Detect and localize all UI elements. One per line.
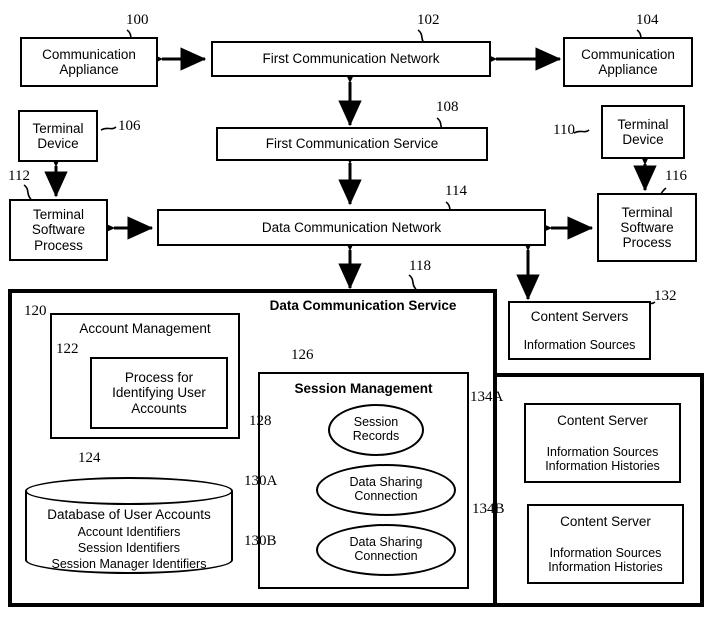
content-servers-sub: Information Sources — [523, 337, 636, 352]
label-line: Session — [353, 415, 399, 430]
node-data-sharing-connection-a[interactable]: Data Sharing Connection — [316, 464, 456, 516]
refnum-124: 124 — [78, 450, 101, 466]
label-line: Terminal — [617, 116, 669, 132]
refnum-130B: 130B — [244, 533, 277, 549]
data-communication-service-title: Data Communication Service — [258, 298, 468, 313]
label-line: Device — [37, 136, 79, 151]
label-line: Records — [352, 429, 400, 443]
session-management-title: Session Management — [294, 381, 433, 396]
account-management-title: Account Management — [79, 321, 211, 336]
node-content-server-a[interactable]: Content Server Information Sources Infor… — [524, 403, 681, 483]
database-item: Session Manager Identifiers — [51, 557, 207, 572]
content-server-sublist: Information Sources Information Historie… — [548, 546, 663, 574]
database-item: Account Identifiers — [77, 524, 181, 539]
node-communication-appliance-right[interactable]: Communication Appliance — [563, 37, 693, 87]
database-text: Database of User Accounts Account Identi… — [25, 507, 233, 573]
refnum-114: 114 — [445, 183, 467, 199]
node-communication-appliance-left[interactable]: Communication Appliance — [20, 37, 158, 87]
label-line: Terminal — [621, 204, 673, 220]
label-line: Appliance — [598, 62, 658, 77]
content-server-sub: Information Histories — [545, 458, 660, 473]
database-heading: Database of User Accounts — [47, 507, 211, 522]
content-server-sub: Information Sources — [546, 444, 659, 459]
node-data-sharing-connection-b[interactable]: Data Sharing Connection — [316, 524, 456, 576]
node-database-of-user-accounts[interactable]: Database of User Accounts Account Identi… — [25, 477, 233, 574]
refnum-116: 116 — [665, 168, 687, 184]
node-terminal-software-process-right[interactable]: Terminal Software Process — [597, 193, 697, 262]
label-line: Process — [34, 237, 83, 253]
content-server-heading: Content Server — [560, 514, 651, 530]
label-line: Device — [622, 132, 664, 147]
label-line: Appliance — [59, 62, 119, 77]
refnum-134B: 134B — [472, 501, 505, 517]
content-server-sub: Information Histories — [548, 559, 663, 574]
refnum-134A: 134A — [470, 389, 504, 405]
refnum-100: 100 — [126, 12, 149, 28]
refnum-102: 102 — [417, 12, 440, 28]
label-line: Communication — [42, 46, 136, 62]
refnum-112: 112 — [8, 168, 30, 184]
refnum-130A: 130A — [244, 473, 278, 489]
content-server-sublist: Information Sources Information Historie… — [545, 445, 660, 473]
refnum-128: 128 — [249, 413, 272, 429]
node-first-communication-network[interactable]: First Communication Network — [211, 41, 491, 77]
node-terminal-device-right[interactable]: Terminal Device — [601, 105, 685, 159]
label-line: Process for — [124, 370, 194, 386]
node-session-records[interactable]: Session Records — [328, 404, 424, 456]
cylinder-top-ellipse — [25, 477, 233, 505]
label-line: First Communication Service — [265, 136, 439, 152]
label-line: Data Sharing — [349, 475, 423, 490]
node-data-communication-network[interactable]: Data Communication Network — [157, 209, 546, 246]
refnum-110: 110 — [553, 122, 575, 138]
label-line: Accounts — [131, 400, 187, 416]
label-line: Connection — [354, 549, 418, 563]
refnum-126: 126 — [291, 347, 314, 363]
refnum-132: 132 — [654, 288, 677, 304]
node-content-servers[interactable]: Content Servers Information Sources — [508, 301, 651, 360]
content-server-heading: Content Server — [557, 413, 648, 429]
label-line: Software — [31, 222, 86, 238]
label-line: Connection — [354, 489, 418, 503]
refnum-122: 122 — [56, 341, 79, 357]
node-terminal-device-left[interactable]: Terminal Device — [18, 110, 98, 162]
label-line: Communication — [581, 46, 675, 62]
node-first-communication-service[interactable]: First Communication Service — [216, 127, 488, 161]
refnum-118: 118 — [409, 258, 431, 274]
label-line: First Communication Network — [262, 51, 440, 67]
node-terminal-software-process-left[interactable]: Terminal Software Process — [9, 199, 108, 261]
refnum-120: 120 — [24, 303, 47, 319]
content-server-sub: Information Sources — [549, 545, 662, 560]
label-line: Data Sharing — [349, 535, 423, 550]
label-line: Terminal — [32, 120, 84, 136]
refnum-106: 106 — [118, 118, 141, 134]
refnum-104: 104 — [636, 12, 659, 28]
title-line: Data Communication — [269, 298, 405, 313]
database-item: Session Identifiers — [77, 541, 181, 556]
label-line: Software — [620, 219, 674, 235]
node-content-server-b[interactable]: Content Server Information Sources Infor… — [527, 504, 684, 584]
label-line: Process — [622, 235, 672, 251]
label-line: Identifying User — [112, 385, 206, 401]
label-line: Data Communication Network — [261, 219, 442, 235]
refnum-108: 108 — [436, 99, 459, 115]
title-line: Service — [408, 298, 457, 313]
label-line: Terminal — [32, 207, 84, 223]
node-process-identifying-user-accounts[interactable]: Process for Identifying User Accounts — [90, 357, 228, 429]
content-servers-heading: Content Servers — [530, 309, 629, 325]
